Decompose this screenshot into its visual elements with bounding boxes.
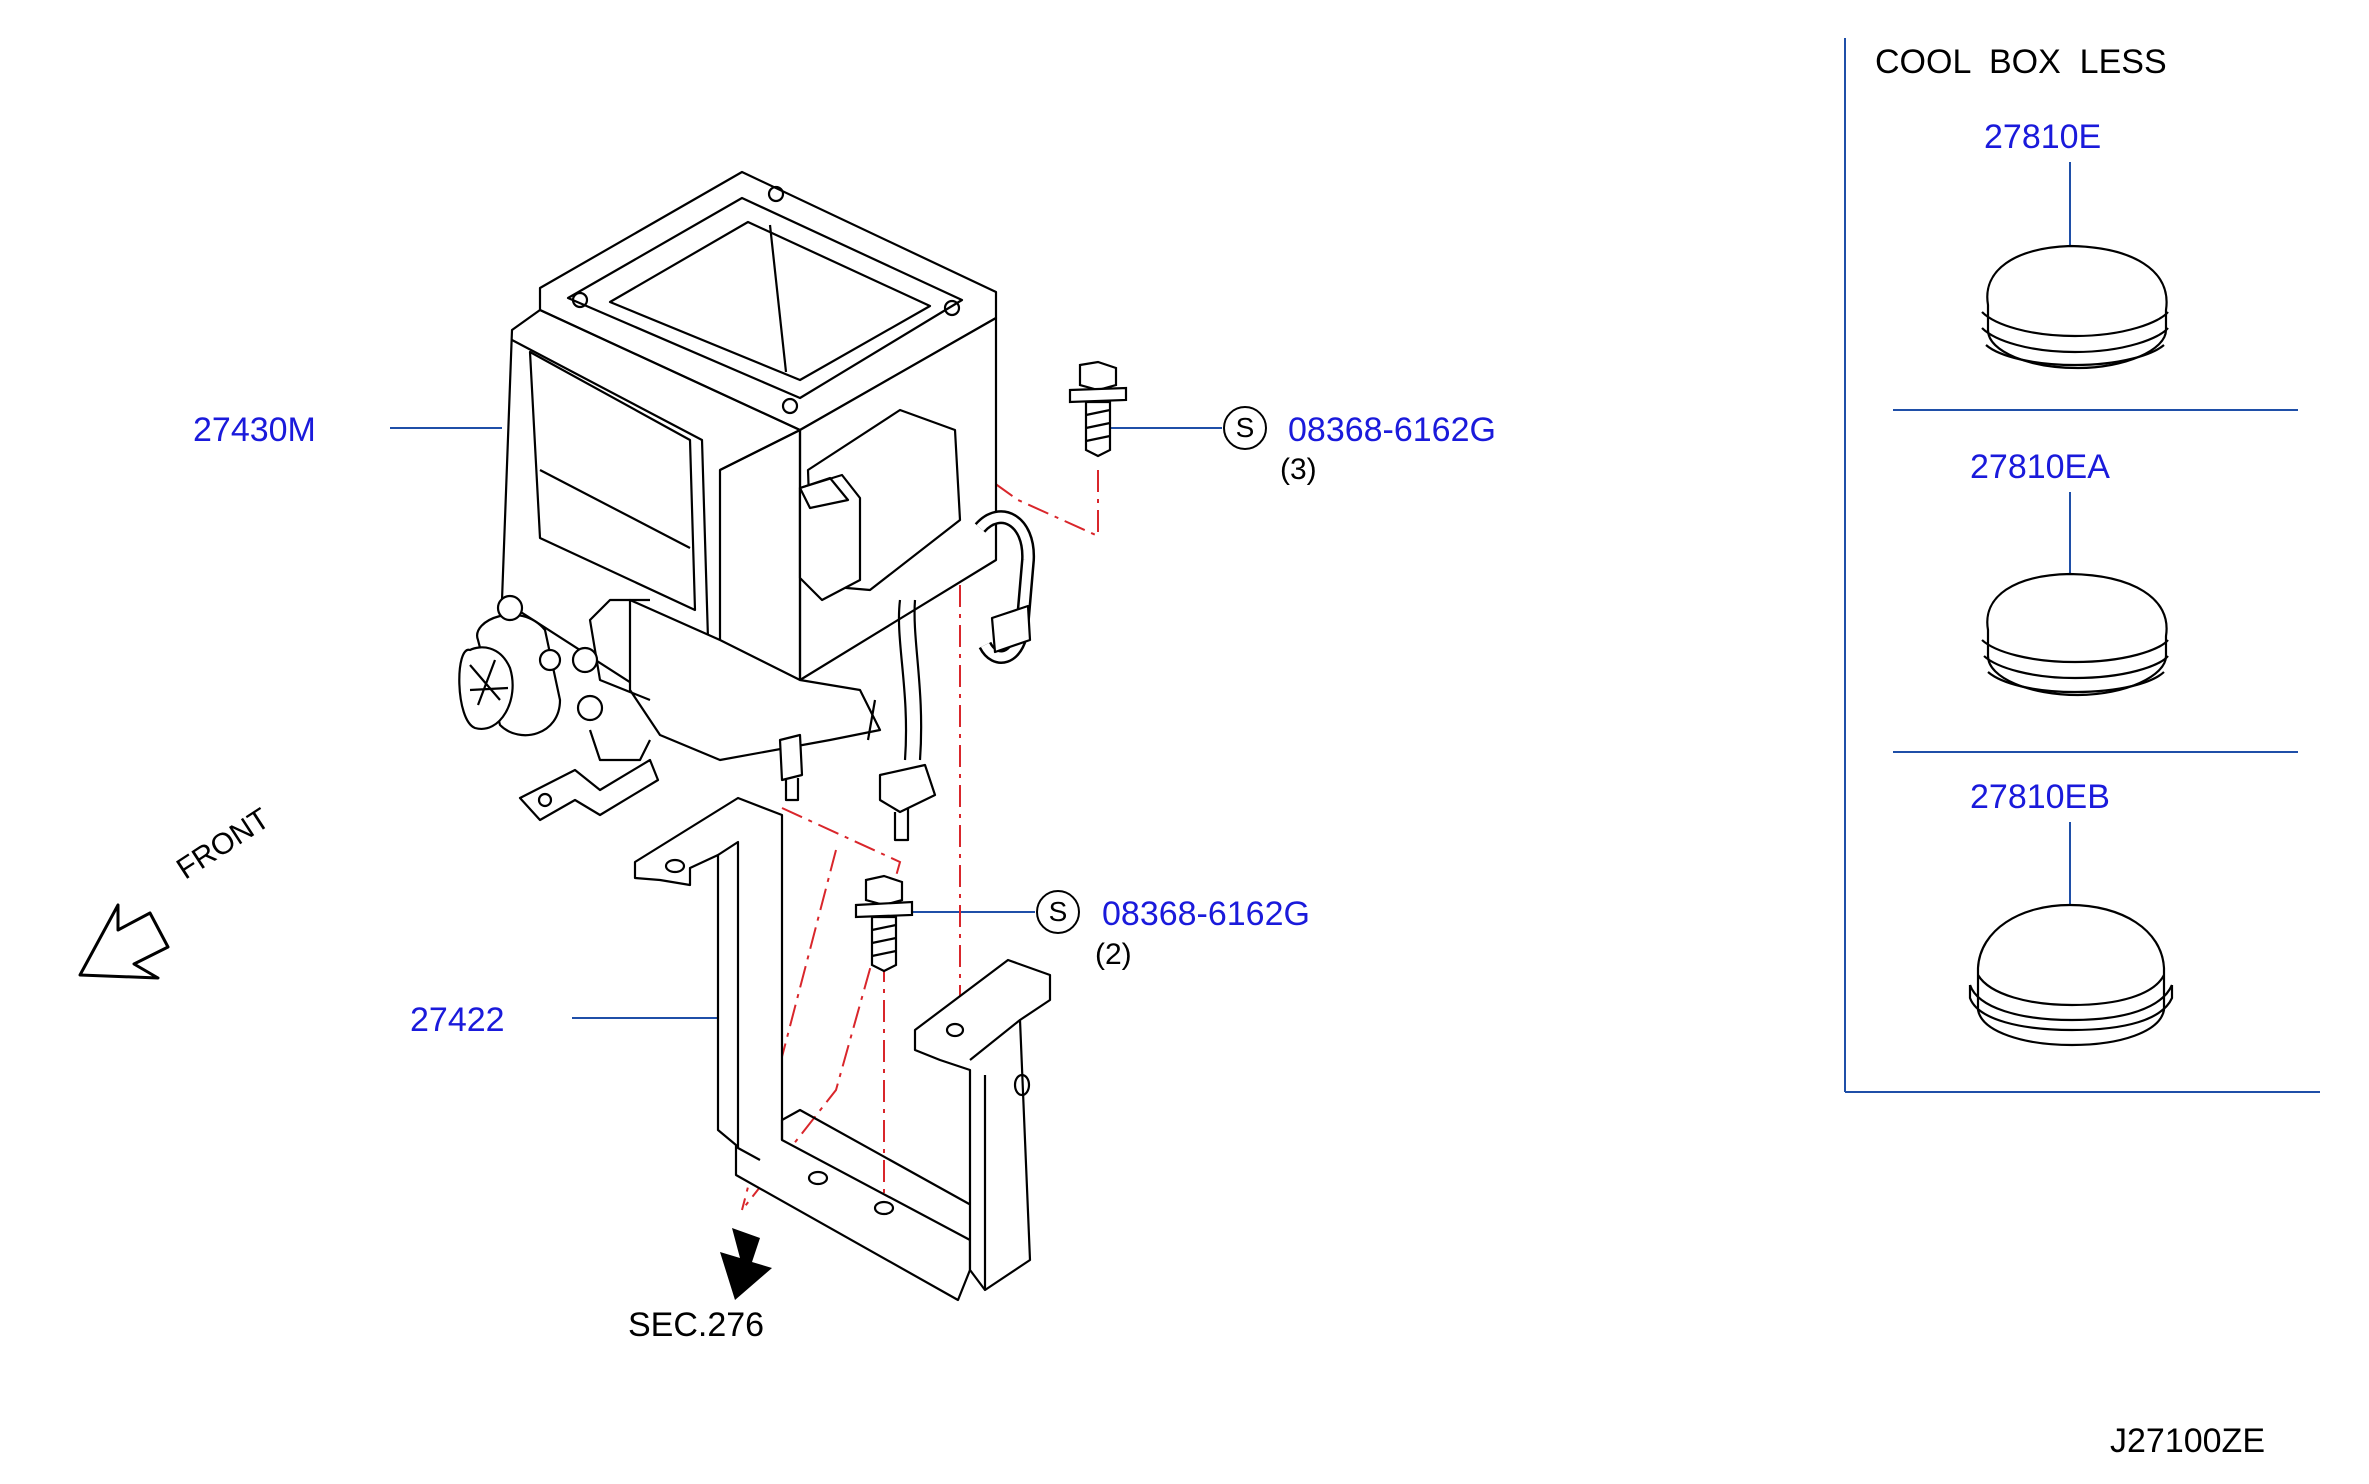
section-arrow-icon <box>720 1228 772 1300</box>
front-arrow-icon <box>78 903 170 980</box>
cool-box-panel-title: COOL BOX LESS <box>1875 43 2167 81</box>
leader-lines <box>390 427 1222 1019</box>
diagram-code: J27100ZE <box>2110 1422 2265 1460</box>
standard-part-mark-lower: S <box>1036 890 1080 934</box>
part-label-bolt-upper[interactable]: 08368-6162G <box>1288 411 1496 449</box>
section-reference[interactable]: SEC.276 <box>628 1306 765 1344</box>
part-label-bolt-lower[interactable]: 08368-6162G <box>1102 895 1310 933</box>
cap-27810eb-drawing <box>1968 903 2174 1047</box>
cap-27810e-drawing <box>1981 244 2169 370</box>
heater-unit-drawing <box>458 170 1036 842</box>
part-label-27810eb[interactable]: 27810EB <box>1970 778 2110 816</box>
part-label-27430m[interactable]: 27430M <box>193 411 316 449</box>
cap-27810ea-drawing <box>1981 572 2169 697</box>
quantity-lower: (2) <box>1095 938 1132 971</box>
cool-box-panel-frame <box>1844 38 2320 1093</box>
part-label-27422[interactable]: 27422 <box>410 1001 505 1039</box>
bolt-upper-drawing <box>1068 360 1128 458</box>
bracket-drawing <box>633 796 1052 1302</box>
quantity-upper: (3) <box>1280 453 1317 486</box>
bolt-lower-drawing <box>854 874 914 973</box>
part-label-27810e[interactable]: 27810E <box>1984 118 2102 156</box>
standard-part-mark-upper: S <box>1223 406 1267 450</box>
part-label-27810ea[interactable]: 27810EA <box>1970 448 2110 486</box>
